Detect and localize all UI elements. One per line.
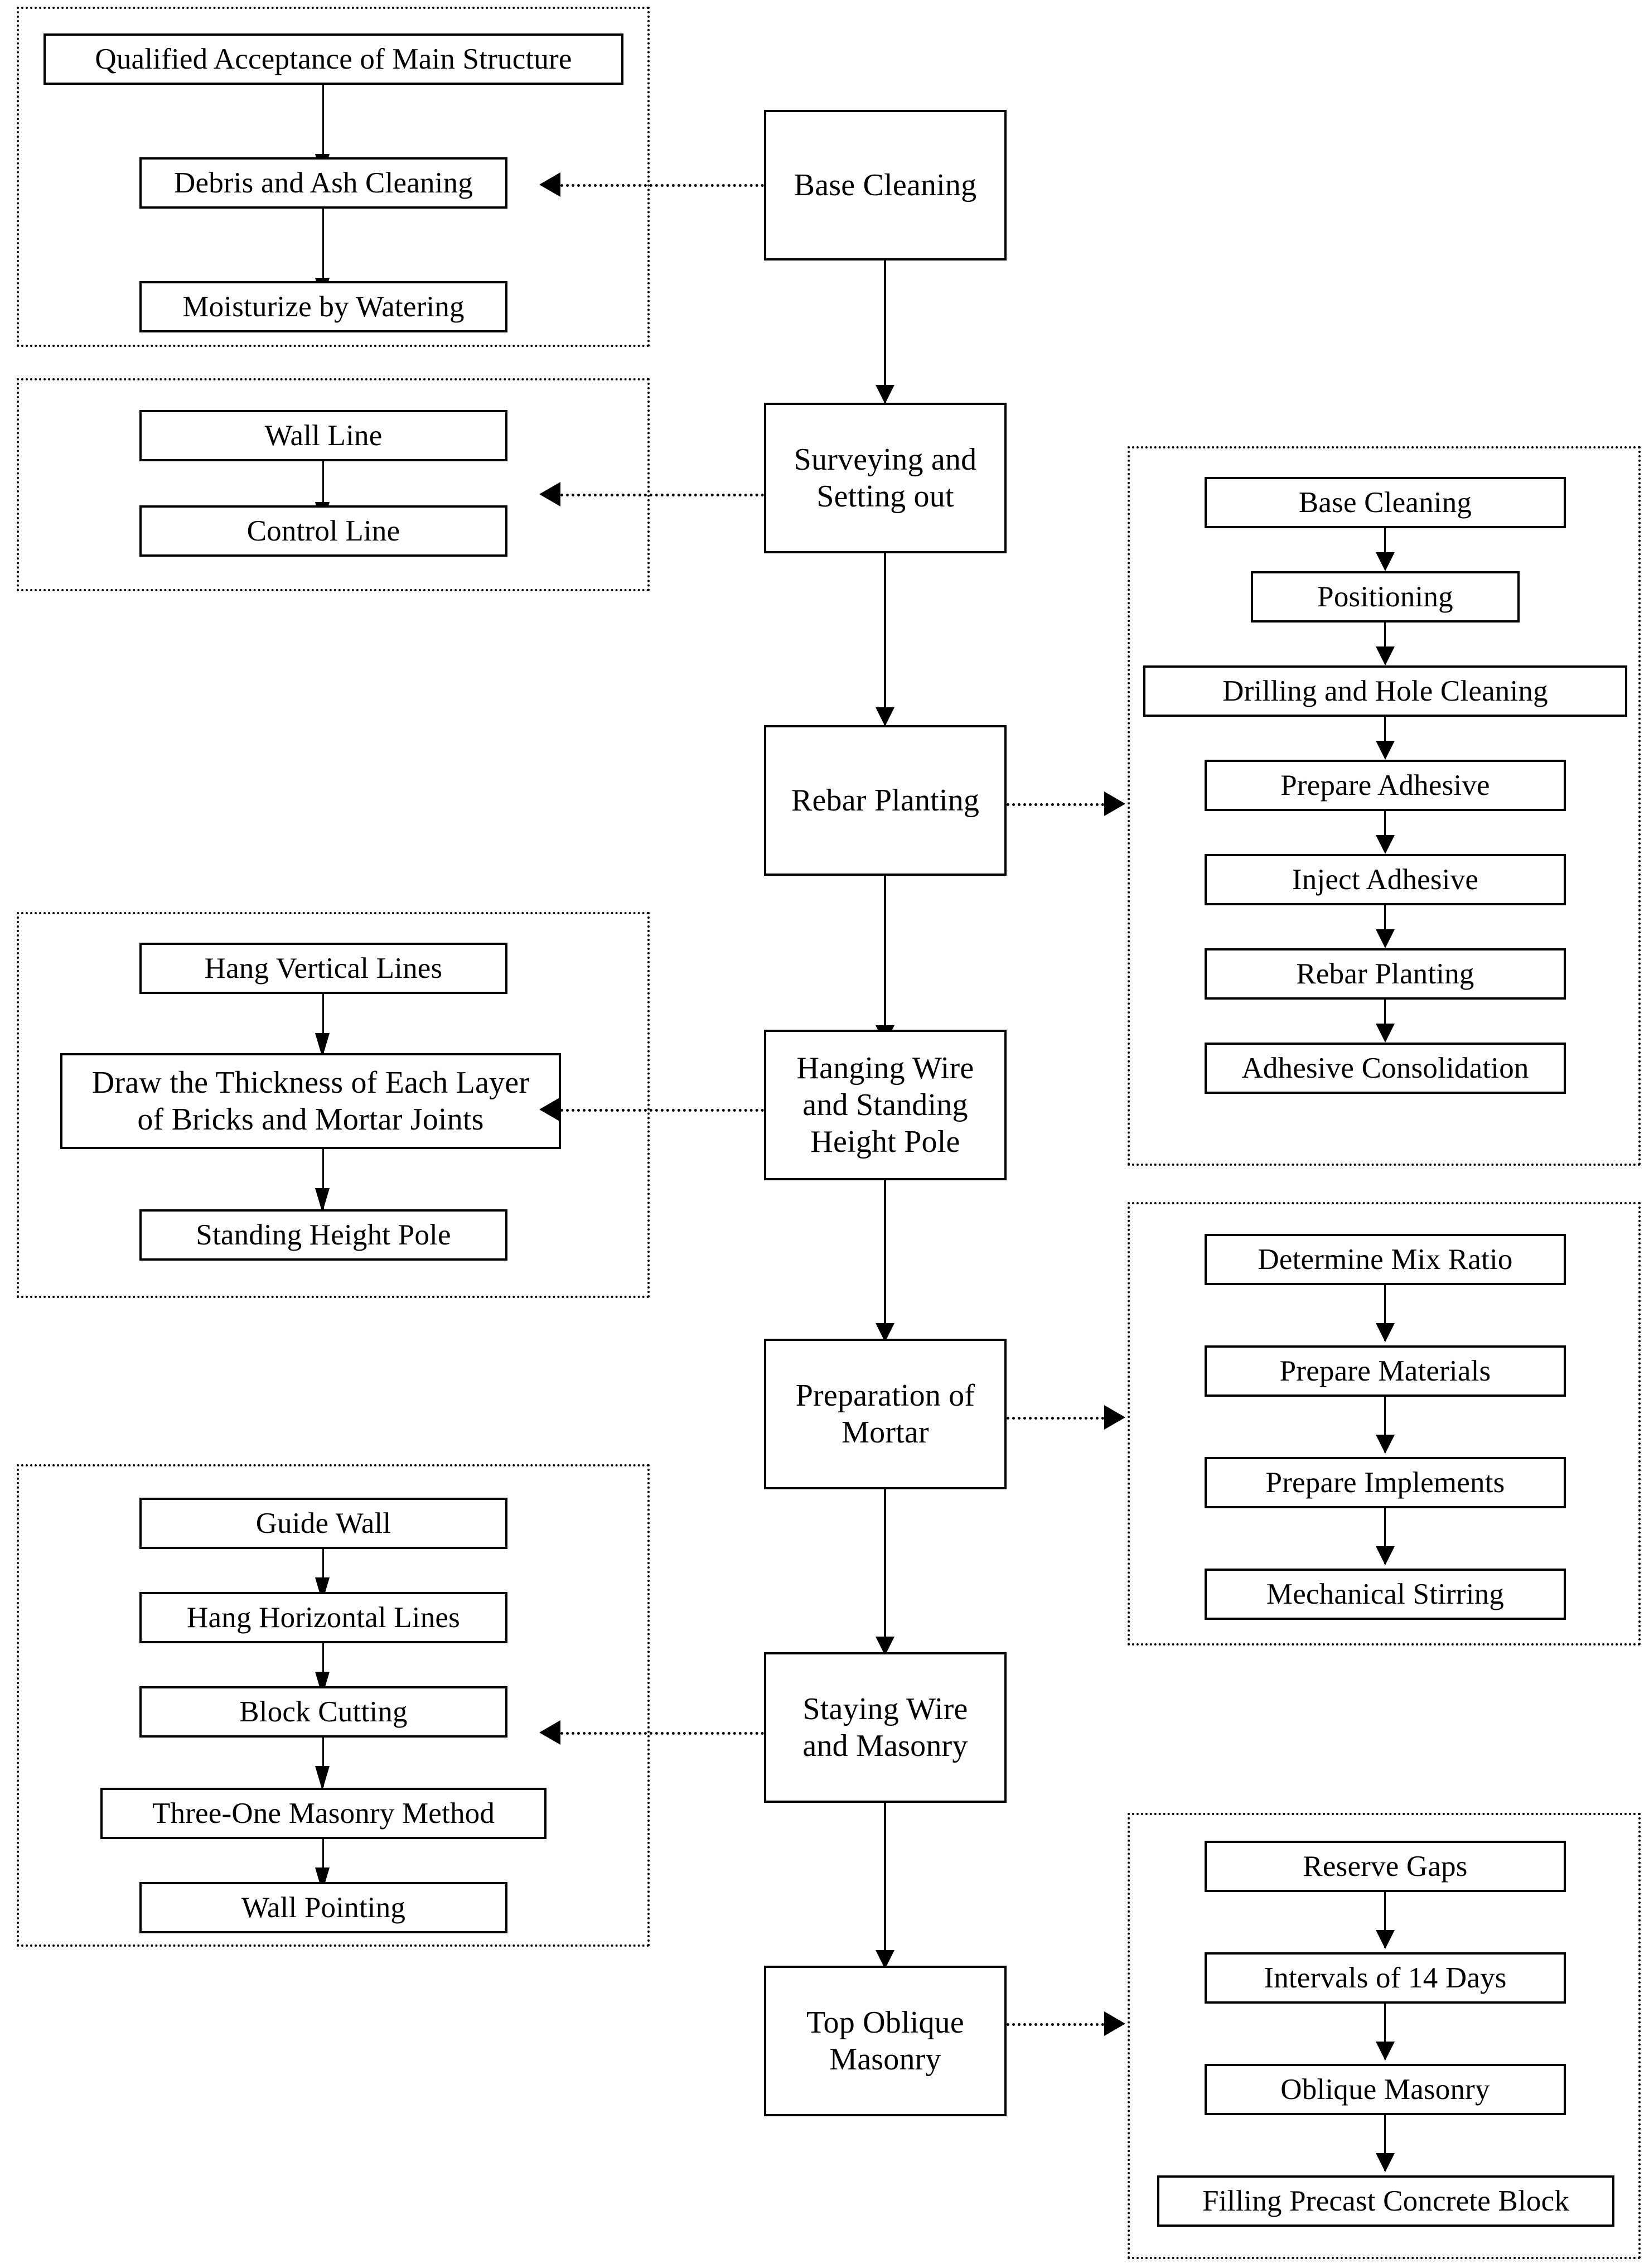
node-r3-oblique-masonry[interactable]: Oblique Masonry bbox=[1205, 2064, 1566, 2115]
connector-l4-4 bbox=[322, 1839, 324, 1888]
node-hang-vertical-lines[interactable]: Hang Vertical Lines bbox=[139, 943, 507, 994]
node-r2-mechanical-stirring[interactable]: Mechanical Stirring bbox=[1205, 1569, 1566, 1620]
connector-l4-1 bbox=[322, 1549, 324, 1598]
node-wall-line[interactable]: Wall Line bbox=[139, 410, 507, 461]
node-main-staying-wire-masonry[interactable]: Staying Wire and Masonry bbox=[764, 1652, 1007, 1803]
connector-main-6 bbox=[884, 1803, 886, 1969]
node-r1-drilling-hole-cleaning[interactable]: Drilling and Hole Cleaning bbox=[1143, 665, 1627, 717]
connector-l4-3 bbox=[322, 1738, 324, 1787]
link-mortar-to-right-group bbox=[1007, 1417, 1104, 1420]
node-main-base-cleaning[interactable]: Base Cleaning bbox=[764, 110, 1007, 260]
group-left-surveying bbox=[17, 378, 650, 591]
connector-r1-5 bbox=[1384, 905, 1386, 943]
connector-r1-6 bbox=[1384, 1000, 1386, 1038]
node-r1-prepare-adhesive[interactable]: Prepare Adhesive bbox=[1205, 760, 1566, 811]
arrow-r2-3-icon bbox=[1376, 1546, 1395, 1565]
node-standing-height-pole-left[interactable]: Standing Height Pole bbox=[139, 1209, 507, 1261]
connector-l3-2 bbox=[322, 1149, 324, 1210]
node-main-rebar-planting[interactable]: Rebar Planting bbox=[764, 725, 1007, 876]
connector-l1-1 bbox=[322, 85, 324, 181]
node-draw-thickness[interactable]: Draw the Thickness of Each Layer of Bric… bbox=[60, 1053, 561, 1149]
arrow-r1-6-icon bbox=[1376, 1024, 1395, 1043]
node-r2-prepare-implements[interactable]: Prepare Implements bbox=[1205, 1457, 1566, 1508]
group-left-hanging-wire bbox=[17, 912, 650, 1298]
connector-r3-1 bbox=[1384, 1892, 1386, 1948]
connector-l3-1 bbox=[322, 994, 324, 1054]
arrow-left-hanging-wire-icon bbox=[539, 1097, 560, 1122]
connector-r1-4 bbox=[1384, 811, 1386, 849]
connector-main-4 bbox=[884, 1180, 886, 1342]
node-control-line[interactable]: Control Line bbox=[139, 505, 507, 557]
arrow-r2-2-icon bbox=[1376, 1435, 1395, 1454]
connector-r1-2 bbox=[1384, 623, 1386, 660]
link-hanging-wire-to-left-group bbox=[560, 1109, 764, 1112]
node-main-surveying-setting-out[interactable]: Surveying and Setting out bbox=[764, 403, 1007, 553]
connector-l2-1 bbox=[322, 461, 324, 524]
arrow-r3-1-icon bbox=[1376, 1930, 1395, 1949]
node-r2-prepare-materials[interactable]: Prepare Materials bbox=[1205, 1345, 1566, 1397]
arrow-r3-3-icon bbox=[1376, 2153, 1395, 2172]
arrow-l4-3-icon bbox=[315, 1766, 330, 1791]
group-right-top-oblique bbox=[1128, 1813, 1641, 2259]
arrow-r1-4-icon bbox=[1376, 835, 1395, 854]
connector-l1-2 bbox=[322, 209, 324, 305]
connector-r2-2 bbox=[1384, 1397, 1386, 1453]
node-moisturize-by-watering[interactable]: Moisturize by Watering bbox=[139, 281, 507, 332]
connector-main-2 bbox=[884, 553, 886, 726]
node-block-cutting[interactable]: Block Cutting bbox=[139, 1686, 507, 1738]
connector-r1-1 bbox=[1384, 528, 1386, 566]
node-main-preparation-of-mortar[interactable]: Preparation of Mortar bbox=[764, 1339, 1007, 1489]
group-left-staying-wire bbox=[17, 1464, 650, 1947]
arrow-left-surveying-icon bbox=[539, 482, 560, 506]
connector-r1-3 bbox=[1384, 717, 1386, 755]
node-r3-intervals-14-days[interactable]: Intervals of 14 Days bbox=[1205, 1952, 1566, 2004]
connector-main-5 bbox=[884, 1489, 886, 1656]
arrow-r1-5-icon bbox=[1376, 929, 1395, 948]
node-main-top-oblique-masonry[interactable]: Top Oblique Masonry bbox=[764, 1966, 1007, 2116]
group-right-rebar-planting bbox=[1128, 446, 1641, 1166]
link-base-cleaning-to-left-group bbox=[560, 184, 764, 187]
node-guide-wall[interactable]: Guide Wall bbox=[139, 1498, 507, 1549]
arrow-l3-2-icon bbox=[315, 1188, 330, 1213]
connector-l4-2 bbox=[322, 1643, 324, 1692]
node-r1-rebar-planting[interactable]: Rebar Planting bbox=[1205, 948, 1566, 1000]
connector-main-1 bbox=[884, 260, 886, 403]
connector-main-3 bbox=[884, 876, 886, 1043]
arrow-right-top-oblique-icon bbox=[1104, 2011, 1125, 2036]
link-rebar-planting-to-right-group bbox=[1007, 803, 1104, 806]
connector-r2-3 bbox=[1384, 1508, 1386, 1564]
node-r1-positioning[interactable]: Positioning bbox=[1251, 571, 1520, 623]
node-r3-filling-precast-concrete-block[interactable]: Filling Precast Concrete Block bbox=[1157, 2175, 1614, 2227]
arrow-right-rebar-planting-icon bbox=[1104, 792, 1125, 816]
node-r1-inject-adhesive[interactable]: Inject Adhesive bbox=[1205, 854, 1566, 905]
node-r3-reserve-gaps[interactable]: Reserve Gaps bbox=[1205, 1841, 1566, 1892]
node-r1-base-cleaning[interactable]: Base Cleaning bbox=[1205, 477, 1566, 528]
connector-r3-2 bbox=[1384, 2004, 1386, 2059]
node-r2-determine-mix-ratio[interactable]: Determine Mix Ratio bbox=[1205, 1234, 1566, 1285]
node-three-one-masonry-method[interactable]: Three-One Masonry Method bbox=[100, 1788, 547, 1839]
node-wall-pointing[interactable]: Wall Pointing bbox=[139, 1882, 507, 1933]
arrow-left-staying-wire-icon bbox=[539, 1720, 560, 1745]
arrow-left-base-cleaning-icon bbox=[539, 172, 560, 197]
link-surveying-to-left-group bbox=[560, 494, 764, 496]
group-right-mortar bbox=[1128, 1202, 1641, 1645]
node-r1-adhesive-consolidation[interactable]: Adhesive Consolidation bbox=[1205, 1043, 1566, 1094]
connector-r3-3 bbox=[1384, 2115, 1386, 2171]
arrow-r1-1-icon bbox=[1376, 552, 1395, 571]
node-hang-horizontal-lines[interactable]: Hang Horizontal Lines bbox=[139, 1592, 507, 1643]
connector-r2-1 bbox=[1384, 1285, 1386, 1341]
arrow-r3-2-icon bbox=[1376, 2042, 1395, 2060]
arrow-r2-1-icon bbox=[1376, 1323, 1395, 1342]
arrow-main-1-icon bbox=[876, 385, 894, 404]
arrow-right-mortar-icon bbox=[1104, 1405, 1125, 1430]
group-left-base-cleaning bbox=[17, 7, 650, 347]
arrow-r1-2-icon bbox=[1376, 646, 1395, 665]
node-main-hanging-wire-standing-height-pole[interactable]: Hanging Wire and Standing Height Pole bbox=[764, 1030, 1007, 1180]
arrow-main-2-icon bbox=[876, 707, 894, 726]
link-staying-wire-to-left-group bbox=[560, 1732, 764, 1735]
node-debris-ash-cleaning[interactable]: Debris and Ash Cleaning bbox=[139, 157, 507, 209]
node-qualified-acceptance[interactable]: Qualified Acceptance of Main Structure bbox=[43, 33, 623, 85]
arrow-r1-3-icon bbox=[1376, 741, 1395, 760]
link-top-oblique-to-right-group bbox=[1007, 2023, 1104, 2026]
